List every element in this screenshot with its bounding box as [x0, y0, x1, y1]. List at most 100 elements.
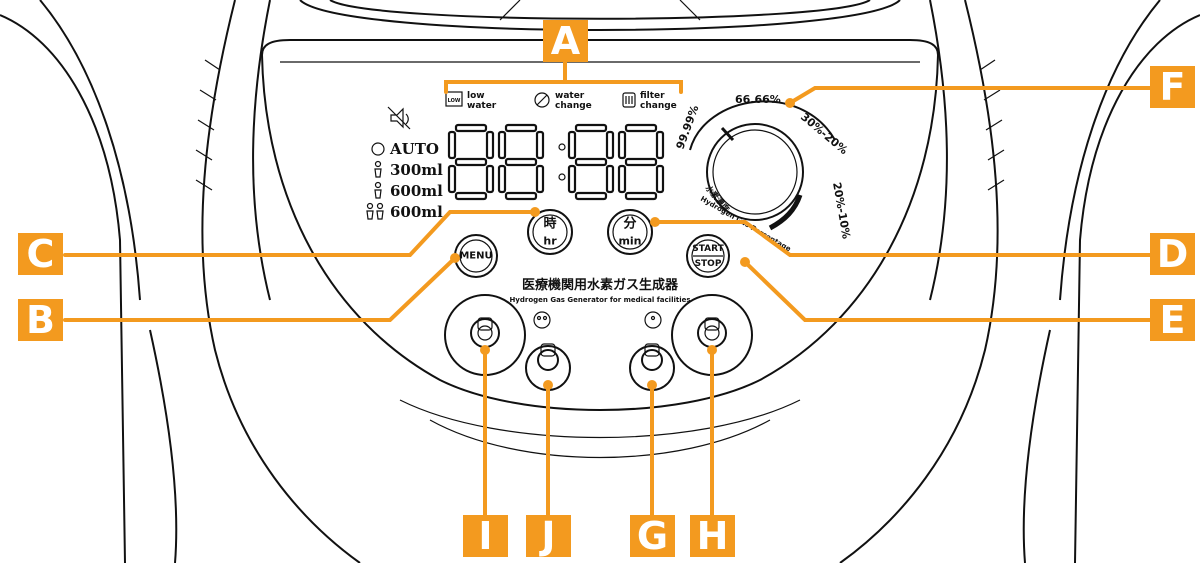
low-water-label-line1: low [467, 91, 485, 101]
low-water-icon [445, 91, 463, 107]
callout-C-letter: C [27, 232, 55, 276]
callout-H-letter: H [697, 514, 729, 558]
display-segment [574, 123, 608, 133]
display-segment [617, 130, 627, 160]
mode-600ml: 600ml [390, 182, 443, 200]
mode-600ml-double: 600ml [390, 203, 443, 221]
display-digit [567, 123, 615, 201]
callout-B: B [18, 298, 63, 342]
display-segment [497, 164, 507, 194]
display-segment [567, 164, 577, 194]
display-segment [504, 191, 538, 201]
single-person-icon [644, 311, 662, 329]
filter-change-label-line1: filter [640, 91, 665, 101]
display-segment [535, 164, 545, 194]
double-person-icon [366, 202, 384, 220]
display-segment [454, 191, 488, 201]
water-change-icon [534, 92, 550, 108]
single-person-icon [374, 181, 382, 199]
display-segment [624, 157, 658, 167]
mode-auto: AUTO [389, 140, 439, 158]
status-indicators: LOW low water water change filter change [445, 91, 677, 111]
display-digit [497, 123, 545, 201]
hydrogen-percentage-dial[interactable]: 99.99% 66.66% 30%-20% 20%-10% 水素濃度 Hydro… [674, 93, 853, 253]
callout-G-letter: G [637, 514, 668, 558]
minute-label: min [618, 235, 641, 248]
display-segment [605, 130, 615, 160]
menu-label: MENU [459, 251, 492, 262]
colon-dot-bottom [558, 173, 566, 181]
hour-kanji: 時 [543, 216, 556, 232]
filter-change-label-line2: change [640, 101, 677, 111]
display-segment [504, 123, 538, 133]
callout-I: I [463, 514, 508, 558]
callout-A: A [543, 19, 588, 63]
display-segment [485, 164, 495, 194]
mode-labels: AUTO 300ml 300ml 600ml 600ml [366, 106, 443, 221]
dial-6666: 66.66% [735, 93, 781, 106]
display-segment [574, 191, 608, 201]
auto-icon [371, 142, 385, 156]
display-segment [567, 130, 577, 160]
dial-2010: 20%-10% [830, 181, 853, 240]
display-segment [454, 123, 488, 133]
display-segment [497, 130, 507, 160]
mute-icon [387, 106, 411, 130]
callout-D: D [1150, 232, 1195, 276]
callout-A-letter: A [551, 19, 581, 63]
vent-slots-left [195, 59, 221, 191]
display-segment [504, 157, 538, 167]
stop-label: STOP [695, 259, 722, 269]
low-water-label-line2: water [467, 101, 497, 111]
callout-E-letter: E [1160, 298, 1186, 342]
display-segment [454, 157, 488, 167]
callout-J-letter: J [538, 514, 555, 558]
double-person-icon [533, 311, 551, 329]
callout-D-letter: D [1157, 232, 1189, 276]
callout-G: G [630, 514, 675, 558]
callout-F: F [1150, 65, 1195, 109]
callout-H: H [690, 514, 735, 558]
start-label: START [692, 244, 724, 254]
vent-slots-right [979, 59, 1005, 191]
callout-J: J [526, 514, 571, 558]
water-change-label-line2: change [555, 101, 592, 111]
single-person-icon [374, 160, 382, 178]
callout-C: C [18, 232, 63, 276]
callout-B-letter: B [26, 298, 55, 342]
callout-leaders [63, 58, 1152, 517]
hour-label: hr [543, 235, 557, 248]
display-segment [535, 130, 545, 160]
menu-button[interactable]: MENU [454, 234, 498, 278]
hour-button[interactable]: 時 hr [527, 209, 573, 255]
display-segment [617, 164, 627, 194]
mode-300ml: 300ml [390, 161, 443, 179]
callout-E: E [1150, 298, 1195, 342]
callout-F-letter: F [1160, 65, 1186, 109]
display-segment [605, 164, 615, 194]
display-segment [447, 130, 457, 160]
low-icon-text: LOW [448, 98, 461, 104]
seven-segment-display [447, 123, 665, 201]
filter-icon [622, 92, 636, 108]
callout-I-letter: I [478, 514, 492, 558]
display-segment [624, 123, 658, 133]
minute-kanji: 分 [623, 216, 636, 232]
display-segment [485, 130, 495, 160]
product-title-jp: 医療機関用水素ガス生成器 [522, 277, 679, 293]
minute-button[interactable]: 分 min [607, 209, 653, 255]
display-digit [447, 123, 495, 201]
display-digit [617, 123, 665, 201]
dial-3020: 30%-20% [798, 110, 850, 157]
display-segment [574, 157, 608, 167]
display-segment [655, 130, 665, 160]
product-title-en: Hydrogen Gas Generator for medical facil… [509, 296, 690, 304]
display-segment [624, 191, 658, 201]
dial-9999: 99.99% [674, 104, 702, 152]
start-stop-button[interactable]: START STOP [686, 234, 730, 278]
display-segment [447, 164, 457, 194]
colon-dot-top [558, 143, 566, 151]
